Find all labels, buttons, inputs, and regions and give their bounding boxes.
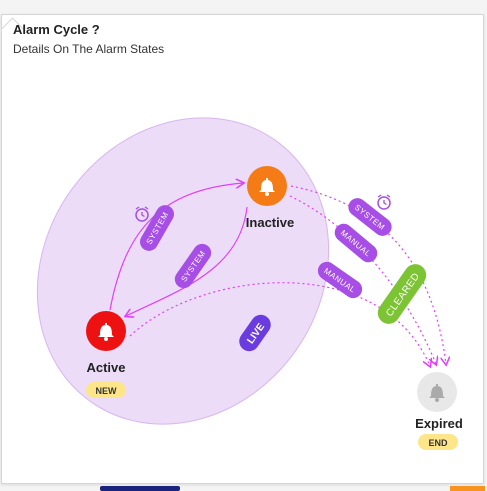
- arrow-active-to-inactive: [109, 183, 243, 311]
- state-label-expired: Expired: [415, 416, 463, 431]
- state-node-active: Active NEW: [86, 311, 126, 398]
- popover-title: Alarm Cycle ?: [13, 22, 100, 37]
- popover-subtitle: Details On The Alarm States: [13, 42, 165, 56]
- state-badge-expired: [418, 434, 458, 450]
- bell-icon: [429, 384, 445, 402]
- state-label-inactive: Inactive: [246, 215, 294, 230]
- pill-live: LIVE: [239, 314, 271, 352]
- arrow-inactive-to-expired-system: [290, 185, 446, 364]
- bell-icon: [98, 323, 114, 341]
- arrow-inactive-to-expired-manual: [289, 195, 436, 364]
- state-badge-label: END: [428, 438, 448, 448]
- arrow-inactive-to-active: [126, 206, 248, 316]
- state-node-inactive: Inactive: [246, 166, 294, 230]
- state-badge-active: [86, 382, 126, 398]
- clock-icon: [377, 194, 391, 210]
- background-underlay: [450, 486, 485, 491]
- pill-cleared: CLEARED: [377, 264, 427, 324]
- state-node-expired: Expired END: [415, 372, 463, 450]
- state-badge-label: NEW: [96, 386, 118, 396]
- state-label-active: Active: [86, 360, 125, 375]
- background-underlay: [100, 486, 180, 491]
- clock-icon: [135, 206, 149, 222]
- arrow-active-to-expired-manual: [129, 282, 430, 366]
- bell-icon: [259, 178, 275, 196]
